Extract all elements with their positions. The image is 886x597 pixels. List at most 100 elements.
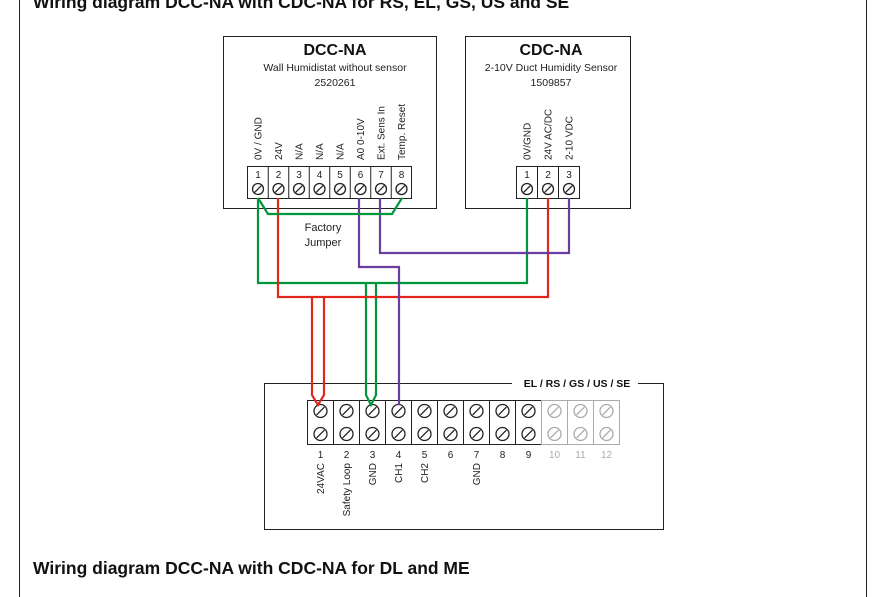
jumper-label-line2: Jumper <box>305 237 342 249</box>
dcc-title: DCC-NA <box>303 42 367 59</box>
controller-screw-icon <box>573 426 588 442</box>
dcc-terminal-number: 4 <box>317 170 323 181</box>
controller-terminal: 11 <box>567 400 594 461</box>
dcc-screw-icon <box>333 182 347 196</box>
dcc-terminal-label: Ext. Sens In <box>377 106 388 160</box>
controller-terminal-number: 1 <box>318 450 324 461</box>
controller-screw-icon <box>391 403 406 419</box>
controller-terminal-number: 6 <box>448 450 454 461</box>
wire-gnd-controller <box>364 283 378 408</box>
controller-title: EL / RS / GS / US / SE <box>524 378 631 390</box>
controller-terminal: 12 <box>593 400 620 461</box>
cdc-module: CDC-NA 2-10V Duct Humidity Sensor 150985… <box>465 36 631 209</box>
dcc-terminal-label: 0V / GND <box>254 117 265 160</box>
dcc-part-number: 2520261 <box>315 77 356 89</box>
controller-screw-icon <box>521 403 536 419</box>
controller-screw-icon <box>313 403 328 419</box>
controller-screw-icon <box>365 426 380 442</box>
cdc-terminal-number: 3 <box>566 170 572 181</box>
cdc-title: CDC-NA <box>519 42 583 59</box>
controller-terminal-label: 24VAC <box>316 463 327 494</box>
dcc-terminal-number: 2 <box>276 170 282 181</box>
controller-screw-icon <box>443 403 458 419</box>
controller-screw-icon <box>443 426 458 442</box>
heading-bottom: Wiring diagram DCC-NA with CDC-NA for DL… <box>33 558 470 578</box>
cdc-screw-icon <box>562 182 576 196</box>
controller-terminal-number: 11 <box>575 450 586 461</box>
dcc-terminal-label: N/A <box>315 143 326 160</box>
controller-screw-icon <box>599 403 614 419</box>
controller-screw-icon <box>547 426 562 442</box>
cdc-terminals: 1 0V/GND 2 24V AC/DC 3 2-10 VDC <box>520 109 576 199</box>
dcc-terminal-number: 3 <box>296 170 302 181</box>
dcc-module: DCC-NA Wall Humidistat without sensor 25… <box>223 36 437 209</box>
controller-screw-icon <box>599 426 614 442</box>
wire-signal-sensor <box>378 198 571 255</box>
controller-screw-icon <box>339 403 354 419</box>
controller-terminal-label: GND <box>472 463 483 485</box>
controller-screw-icon <box>391 426 406 442</box>
dcc-terminal-number: 8 <box>399 170 405 181</box>
dcc-screw-icon <box>313 182 326 196</box>
controller-terminal-number: 5 <box>422 450 428 461</box>
controller-terminal-label: CH2 <box>420 463 431 483</box>
dcc-screw-icon <box>374 182 388 196</box>
dcc-terminal-label: N/A <box>336 143 347 160</box>
controller-screw-icon <box>495 426 510 442</box>
cdc-screw-icon <box>520 182 534 196</box>
controller-screw-icon <box>417 403 432 419</box>
controller-screw-icon <box>469 426 484 442</box>
cdc-terminal-number: 2 <box>545 170 551 181</box>
wires <box>256 197 571 408</box>
dcc-terminal-number: 6 <box>358 170 364 181</box>
factory-jumper <box>257 197 403 216</box>
cdc-subtitle: 2-10V Duct Humidity Sensor <box>485 62 618 74</box>
controller-screw-icon <box>547 403 562 419</box>
controller-terminal-number: 7 <box>474 450 480 461</box>
wire-power-controller <box>310 297 326 408</box>
controller-terminal: 6 <box>437 400 464 461</box>
wire-gnd <box>256 198 529 285</box>
controller-terminal-label: Safety Loop <box>342 463 353 517</box>
controller-screw-icon <box>495 403 510 419</box>
dcc-terminal-label: A0 0-10V <box>356 118 367 160</box>
controller-terminal: 1 24VAC <box>307 400 334 494</box>
controller-terminal: 10 <box>541 400 568 461</box>
cdc-terminal-label: 24V AC/DC <box>544 109 555 160</box>
controller-screw-icon <box>521 426 536 442</box>
controller-screw-icon <box>365 403 380 419</box>
heading-top: Wiring diagram DCC-NA with CDC-NA for RS… <box>33 0 570 12</box>
controller-terminal-number: 3 <box>370 450 376 461</box>
dcc-terminal-label: 24V <box>274 142 285 160</box>
cdc-screw-icon <box>541 182 555 196</box>
controller-terminal-label: CH1 <box>394 463 405 483</box>
controller-screw-icon <box>417 426 432 442</box>
dcc-screw-icon <box>272 182 285 196</box>
controller-screw-icon <box>469 403 484 419</box>
jumper-label-line1: Factory <box>305 222 342 234</box>
dcc-screw-icon <box>292 182 306 196</box>
controller-terminal: 8 <box>489 400 516 461</box>
dcc-screw-icon <box>395 182 408 196</box>
dcc-subtitle: Wall Humidistat without sensor <box>263 62 407 74</box>
dcc-terminal-number: 7 <box>378 170 384 181</box>
cdc-terminal-label: 2-10 VDC <box>565 116 576 160</box>
controller-terminal-number: 9 <box>526 450 532 461</box>
controller-screw-icon <box>573 403 588 419</box>
controller-terminal: 9 <box>515 400 542 461</box>
dcc-screw-icon <box>354 182 367 196</box>
controller-terminal-number: 4 <box>396 450 402 461</box>
controller-terminal-number: 10 <box>549 450 561 461</box>
controller-box <box>264 383 664 530</box>
controller-terminal-label: GND <box>368 463 379 485</box>
cdc-terminal-number: 1 <box>524 170 530 181</box>
cdc-terminal-label: 0V/GND <box>523 123 534 160</box>
controller-terminal-number: 2 <box>344 450 350 461</box>
wire-power <box>276 198 550 299</box>
